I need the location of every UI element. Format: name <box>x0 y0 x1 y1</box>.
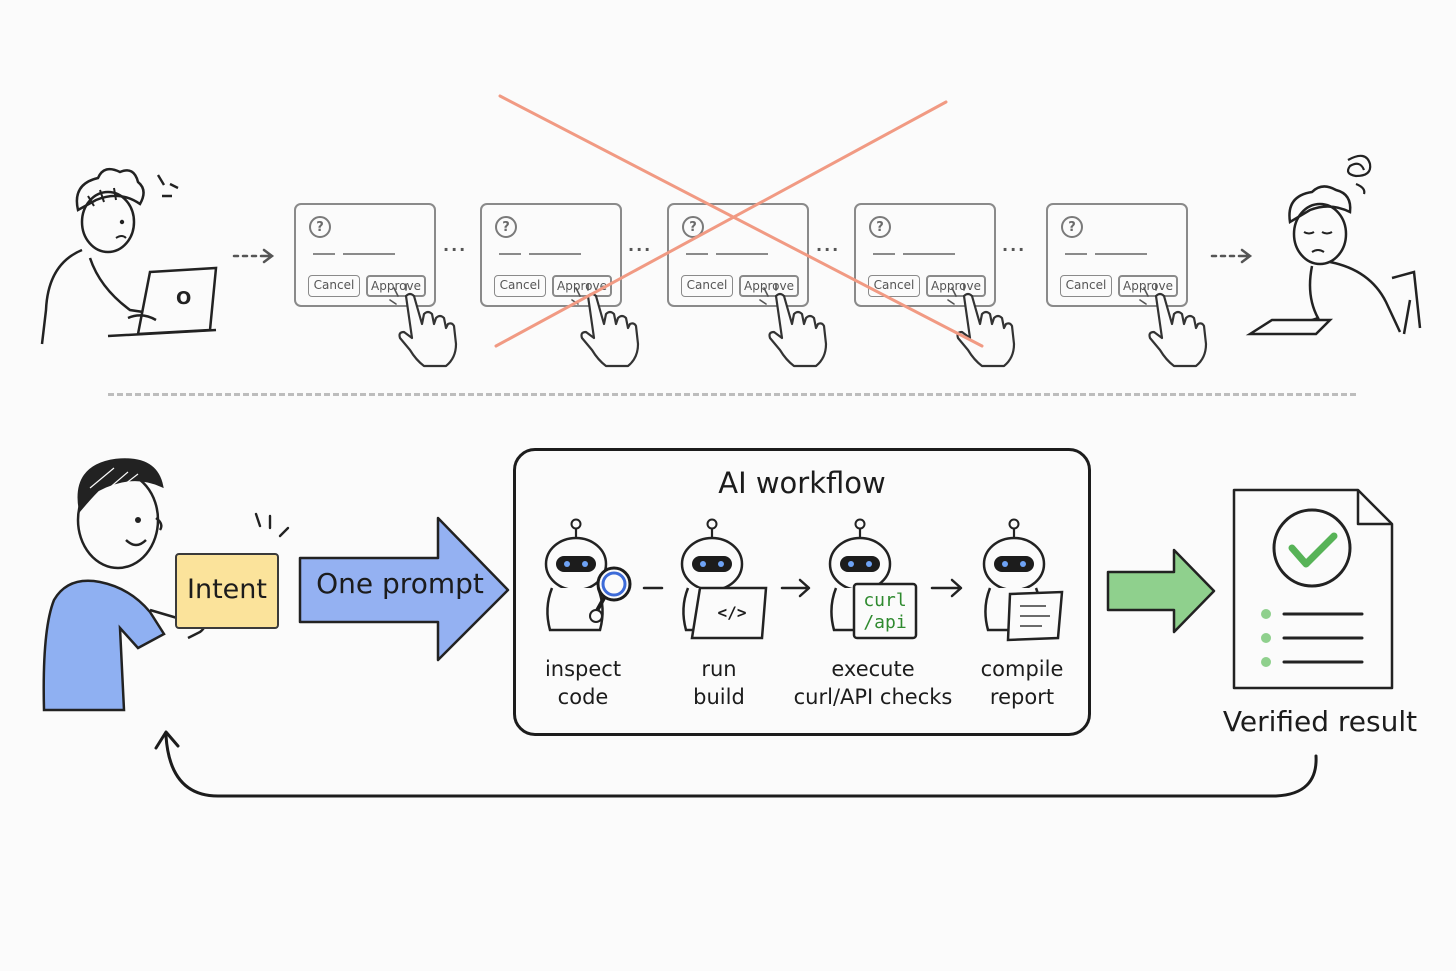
cancel-button[interactable]: Cancel <box>494 275 546 297</box>
intent-note: Intent <box>175 553 279 629</box>
step-label-line: execute <box>831 657 915 681</box>
placeholder-line <box>499 253 521 255</box>
step-label-line: code <box>557 685 609 709</box>
approval-dialog: ? Cancel Approve <box>854 203 996 307</box>
step-label-line: run <box>701 657 737 681</box>
approve-button[interactable]: Approve <box>366 275 426 297</box>
workflow-title: AI workflow <box>718 466 886 500</box>
connector-dots: ··· <box>443 240 468 259</box>
connector-dots: ··· <box>816 240 841 259</box>
approval-dialog: ? Cancel Approve <box>1046 203 1188 307</box>
question-icon: ? <box>495 216 517 238</box>
placeholder-line <box>686 253 708 255</box>
step-label-line: curl/API checks <box>793 685 953 709</box>
step-label-inspect: inspect code <box>526 655 640 711</box>
question-icon: ? <box>869 216 891 238</box>
approval-dialog: ? Cancel Approve <box>294 203 436 307</box>
placeholder-line <box>1095 253 1147 255</box>
approve-button[interactable]: Approve <box>926 275 986 297</box>
placeholder-line <box>1065 253 1087 255</box>
cancel-button[interactable]: Cancel <box>868 275 920 297</box>
step-label-line: report <box>989 685 1055 709</box>
cancel-button[interactable]: Cancel <box>1060 275 1112 297</box>
laptop-logo: O <box>176 288 192 309</box>
dotted-arrow-left <box>232 248 275 264</box>
prompt-arrow <box>298 516 510 662</box>
curl-screen-line: curl <box>863 590 907 611</box>
step-label-line: inspect <box>544 657 622 681</box>
curl-screen-line: /api <box>863 612 907 633</box>
section-divider <box>108 393 1356 396</box>
placeholder-line <box>529 253 581 255</box>
step-label-line: build <box>693 685 745 709</box>
step-label-line: compile <box>980 657 1064 681</box>
question-icon: ? <box>309 216 331 238</box>
laptop-code-icon: </> <box>717 603 747 622</box>
step-label-compile: compile report <box>970 655 1074 711</box>
approve-button[interactable]: Approve <box>552 275 612 297</box>
prompt-label: One prompt <box>316 567 484 600</box>
cancel-button[interactable]: Cancel <box>681 275 733 297</box>
step-label-build: run build <box>672 655 766 711</box>
connector-dots: ··· <box>1002 240 1027 259</box>
placeholder-line <box>313 253 335 255</box>
curl-screen-icon: curl /api <box>856 590 914 634</box>
placeholder-line <box>903 253 955 255</box>
approve-button[interactable]: Approve <box>739 275 799 297</box>
connector-dots: ··· <box>628 240 653 259</box>
placeholder-line <box>716 253 768 255</box>
question-icon: ? <box>1061 216 1083 238</box>
result-arrow <box>1106 548 1216 634</box>
placeholder-line <box>873 253 895 255</box>
verified-result-label: Verified result <box>1222 705 1418 738</box>
placeholder-line <box>343 253 395 255</box>
cancel-button[interactable]: Cancel <box>308 275 360 297</box>
question-icon: ? <box>682 216 704 238</box>
dotted-arrow-right <box>1210 248 1253 264</box>
step-label-execute: execute curl/API checks <box>784 655 962 711</box>
verified-document-icon <box>1232 488 1394 690</box>
